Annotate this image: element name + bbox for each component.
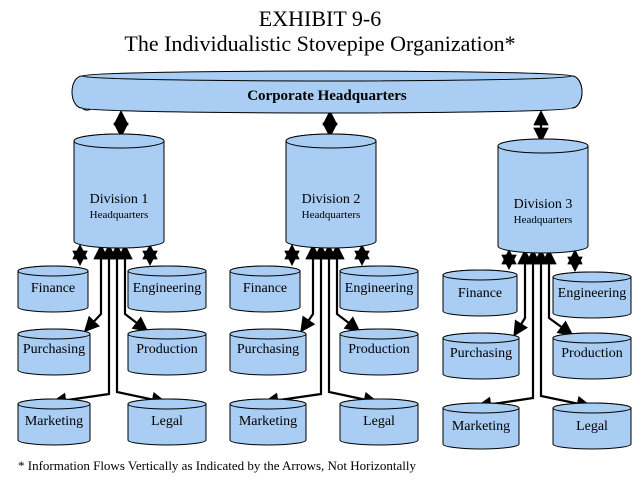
division-1-unit-legal xyxy=(127,398,207,446)
division-2-unit-production-label: Production xyxy=(348,342,409,357)
exhibit-subtitle: The Individualistic Stovepipe Organizati… xyxy=(124,31,516,56)
division-2-unit-legal-label: Legal xyxy=(363,414,395,429)
division-1-name: Division 1 xyxy=(90,192,149,207)
division-2-unit-finance-label: Finance xyxy=(243,281,287,296)
division-1-unit-finance-label: Finance xyxy=(31,281,75,296)
division-3-unit-marketing xyxy=(442,402,520,450)
division-1-unit-engineering xyxy=(127,265,207,313)
division-1-unit-marketing-label: Marketing xyxy=(25,414,83,429)
division-2-sub: Headquarters xyxy=(302,209,361,221)
corporate-headquarters-label: Corporate Headquarters xyxy=(247,88,407,104)
division-3-unit-finance-label: Finance xyxy=(458,286,502,301)
division-1-unit-marketing xyxy=(17,398,91,446)
division-1-unit-finance xyxy=(17,265,89,313)
division-3-unit-marketing-label: Marketing xyxy=(452,419,510,434)
division-3-sub: Headquarters xyxy=(514,214,573,226)
division-3-headquarters xyxy=(497,138,589,254)
exhibit-title: EXHIBIT 9-6 xyxy=(258,6,382,31)
division-2-unit-purchasing-label: Purchasing xyxy=(237,342,299,357)
division-3-unit-engineering-label: Engineering xyxy=(558,286,626,301)
division-1-unit-production xyxy=(127,328,207,376)
division-3-unit-finance xyxy=(442,269,518,317)
division-3-unit-purchasing-label: Purchasing xyxy=(450,346,512,361)
division-1-unit-purchasing xyxy=(17,328,91,376)
division-2-name: Division 2 xyxy=(302,192,361,207)
division-2-unit-engineering xyxy=(339,265,419,313)
division-2-unit-marketing-label: Marketing xyxy=(239,414,297,429)
division-3-unit-legal xyxy=(552,402,632,450)
division-2-unit-legal xyxy=(339,398,419,446)
division-3-legal-arrow xyxy=(533,248,593,412)
division-2-unit-purchasing xyxy=(229,328,307,376)
division-2-purchasing-arrow xyxy=(300,243,321,333)
division-3-unit-engineering xyxy=(552,271,632,319)
division-1-headquarters xyxy=(73,133,165,249)
division-3-unit-production-label: Production xyxy=(561,346,622,361)
division-2-headquarters xyxy=(285,133,377,249)
footnote: * Information Flows Vertically as Indica… xyxy=(18,458,416,473)
division-1-sub: Headquarters xyxy=(90,209,149,221)
division-1-unit-production-label: Production xyxy=(136,342,197,357)
division-2-legal-arrow xyxy=(321,243,380,407)
corporate-headquarters xyxy=(71,70,583,114)
division-1-legal-arrow xyxy=(109,243,168,407)
division-1-unit-legal-label: Legal xyxy=(151,414,183,429)
division-3-name: Division 3 xyxy=(514,197,573,212)
division-1-unit-engineering-label: Engineering xyxy=(133,281,201,296)
division-2-unit-marketing xyxy=(229,398,307,446)
division-2-unit-engineering-label: Engineering xyxy=(345,281,413,296)
division-3-unit-legal-label: Legal xyxy=(576,419,608,434)
division-1-unit-purchasing-label: Purchasing xyxy=(23,342,85,357)
division-3-unit-purchasing xyxy=(442,332,520,380)
division-2-unit-finance xyxy=(229,265,301,313)
division-2-unit-production xyxy=(339,328,419,376)
division-3-unit-production xyxy=(552,332,632,380)
